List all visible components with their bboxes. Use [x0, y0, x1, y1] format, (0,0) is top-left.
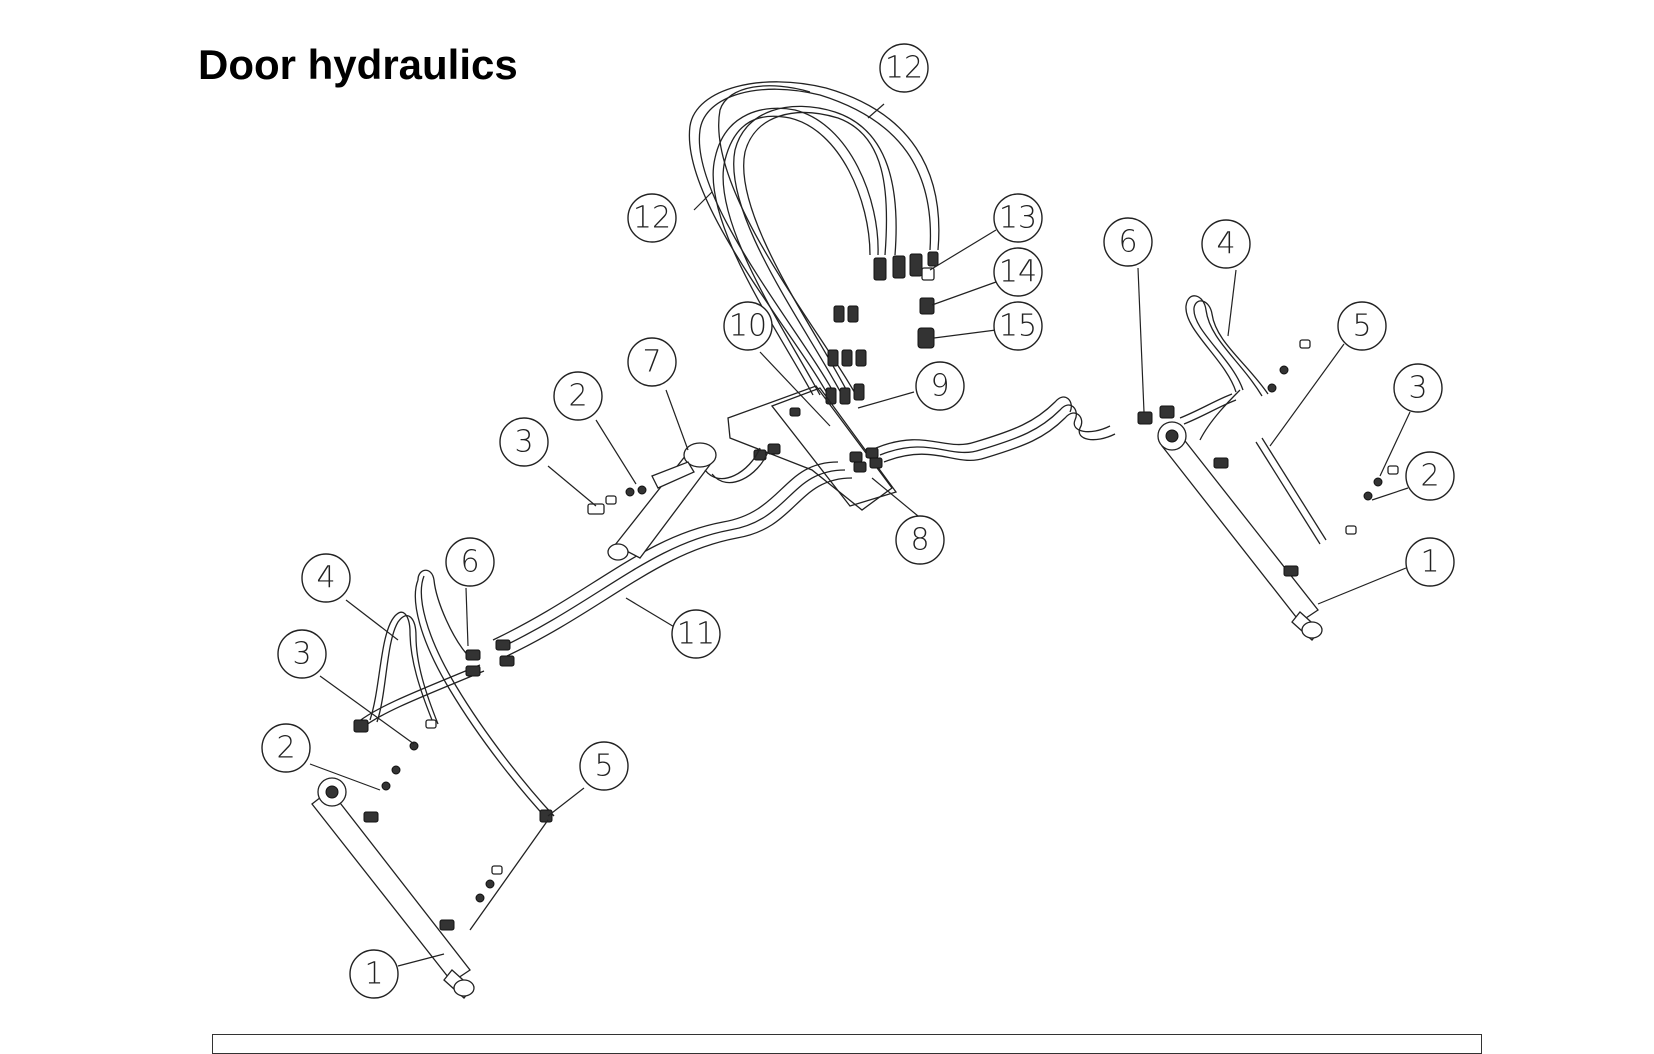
- svg-text:10: 10: [729, 309, 767, 344]
- callout-2-left: 2: [261, 723, 311, 773]
- svg-text:5: 5: [594, 749, 613, 784]
- callout-13: 13: [993, 193, 1043, 243]
- svg-text:3: 3: [292, 637, 311, 672]
- callout-2-center: 2: [553, 371, 603, 421]
- leader-lines: [309, 103, 1411, 967]
- svg-text:6: 6: [1118, 225, 1137, 260]
- callout-1-right: 1: [1405, 537, 1455, 587]
- svg-text:1: 1: [1420, 545, 1439, 580]
- bolts-group-left: [381, 719, 549, 931]
- callout-8: 8: [895, 515, 945, 565]
- svg-text:6: 6: [460, 545, 479, 580]
- svg-text:15: 15: [999, 309, 1037, 344]
- callout-7: 7: [627, 337, 677, 387]
- callout-14: 14: [993, 247, 1043, 297]
- svg-text:4: 4: [316, 561, 335, 596]
- svg-text:5: 5: [1352, 309, 1371, 344]
- svg-text:9: 9: [930, 369, 949, 404]
- hose-right-4: [1137, 295, 1269, 425]
- svg-text:11: 11: [677, 617, 715, 652]
- callout-9: 9: [915, 361, 965, 411]
- hose-left-loops: [353, 569, 555, 823]
- cylinder-left: [311, 777, 475, 999]
- parts-table-frame: [212, 1034, 1482, 1054]
- valve-block: [727, 385, 898, 511]
- callout-6-right: 6: [1103, 217, 1153, 267]
- callout-3-left: 3: [277, 629, 327, 679]
- svg-text:7: 7: [642, 345, 661, 380]
- svg-text:2: 2: [568, 379, 587, 414]
- svg-text:13: 13: [999, 201, 1037, 236]
- quick-couplers: [825, 251, 939, 405]
- hose-bundle-12: [688, 81, 940, 396]
- svg-text:12: 12: [885, 51, 923, 86]
- svg-text:2: 2: [276, 731, 295, 766]
- callout-4-right: 4: [1201, 219, 1251, 269]
- page-title: Door hydraulics: [198, 41, 518, 88]
- callout-3-right: 3: [1393, 363, 1443, 413]
- callout-11: 11: [671, 609, 721, 659]
- callout-12-top: 12: [879, 43, 929, 93]
- bracket-7: [607, 442, 769, 561]
- callout-1-left: 1: [349, 949, 399, 999]
- callout-2-right: 2: [1405, 451, 1455, 501]
- callout-15: 15: [993, 301, 1043, 351]
- callout-3-center: 3: [499, 417, 549, 467]
- cylinder-right: [1157, 389, 1327, 641]
- callout-12-left: 12: [627, 193, 677, 243]
- callout-5-right: 5: [1337, 301, 1387, 351]
- bolts-group-a: [587, 485, 647, 515]
- svg-text:8: 8: [910, 523, 929, 558]
- bolts-group-right: [1267, 339, 1399, 535]
- svg-text:3: 3: [514, 425, 533, 460]
- hose-left-11: [492, 461, 853, 657]
- hose-right-9: [875, 396, 1116, 463]
- callout-4-left: 4: [301, 553, 351, 603]
- svg-text:14: 14: [999, 255, 1037, 290]
- svg-text:3: 3: [1408, 371, 1427, 406]
- svg-text:1: 1: [364, 957, 383, 992]
- callout-10: 10: [723, 301, 773, 351]
- svg-text:12: 12: [633, 201, 671, 236]
- callout-6-left: 6: [445, 537, 495, 587]
- svg-text:2: 2: [1420, 459, 1439, 494]
- svg-text:4: 4: [1216, 227, 1235, 262]
- callout-5-left: 5: [579, 741, 629, 791]
